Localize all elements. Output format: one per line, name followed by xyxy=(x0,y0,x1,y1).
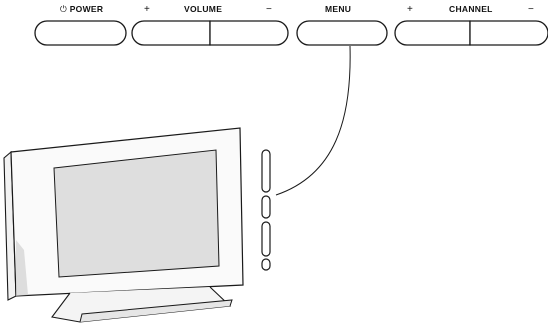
leader-line xyxy=(275,45,351,196)
tv-screen xyxy=(53,149,220,278)
volume-minus-button[interactable] xyxy=(209,20,289,46)
channel-rocker[interactable] xyxy=(394,20,548,46)
volume-plus-button[interactable] xyxy=(131,20,211,46)
side-button-middle[interactable] xyxy=(261,221,271,257)
channel-plus-symbol: + xyxy=(407,4,413,15)
volume-rocker[interactable] xyxy=(131,20,289,46)
volume-plus-symbol: + xyxy=(144,4,150,15)
channel-plus-button[interactable] xyxy=(394,20,471,46)
menu-button[interactable] xyxy=(296,20,388,46)
menu-label: MENU xyxy=(325,4,352,14)
channel-minus-symbol: − xyxy=(528,4,534,15)
volume-minus-symbol: − xyxy=(266,4,272,15)
power-icon: ⏻ xyxy=(60,4,68,14)
power-button[interactable] xyxy=(34,20,127,46)
volume-label: VOLUME xyxy=(184,4,223,14)
tv-shadow xyxy=(16,240,28,296)
channel-label: CHANNEL xyxy=(449,4,493,14)
power-label-group: ⏻ POWER xyxy=(60,4,103,14)
power-label: POWER xyxy=(69,4,104,14)
side-button-top[interactable] xyxy=(261,149,271,193)
side-button-bottom[interactable] xyxy=(261,258,271,271)
side-button-menu[interactable] xyxy=(261,195,271,219)
television xyxy=(3,127,244,323)
channel-minus-button[interactable] xyxy=(469,20,548,46)
tv-side-buttons xyxy=(261,149,271,271)
